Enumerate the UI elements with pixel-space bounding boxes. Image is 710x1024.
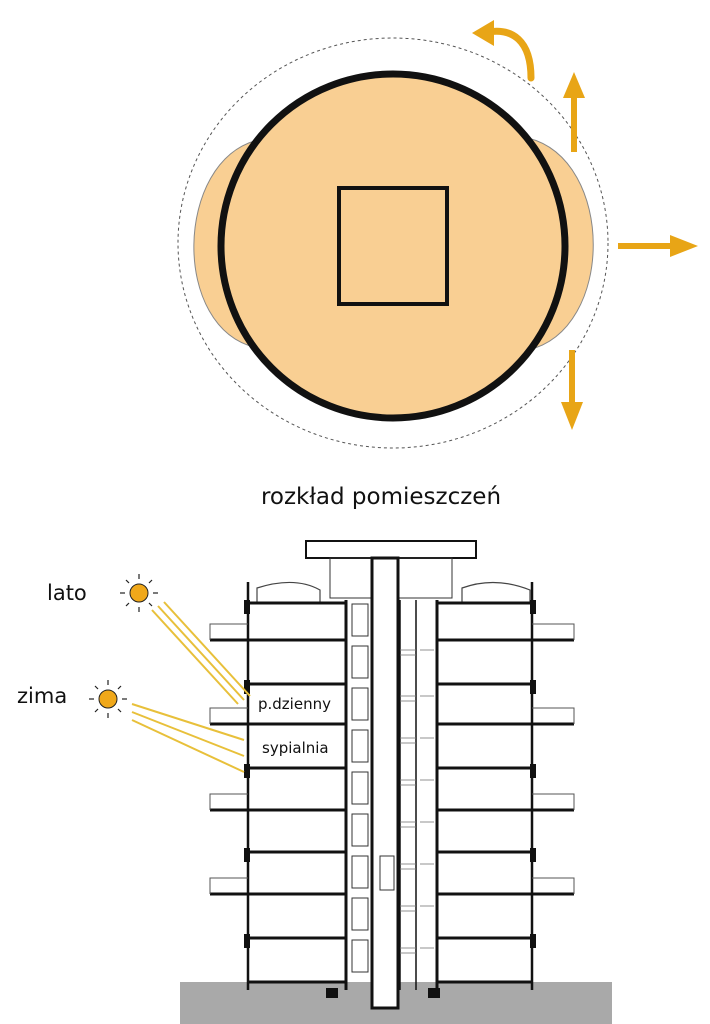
roof-terrace-left (256, 581, 321, 603)
label-day-room: p.dzienny (258, 695, 331, 713)
label-summer: lato (47, 581, 87, 605)
roof-terrace-right (461, 581, 531, 603)
summer-rays (151, 601, 251, 705)
label-winter: zima (17, 684, 67, 708)
plan-caption: rozkład pomieszczeń (261, 484, 501, 510)
balcony-railings (209, 623, 575, 894)
central-shaft (370, 556, 400, 1010)
winter-sun (89, 680, 127, 718)
arrow-right (618, 235, 698, 257)
roof-cap (305, 540, 477, 559)
columns (244, 600, 536, 998)
plan-circle (217, 70, 569, 422)
plan-core-square (337, 186, 449, 306)
stairs (400, 649, 434, 954)
elevator-cabins (351, 603, 395, 973)
room-layout-plan: rozkład pomieszczeń (177, 20, 698, 510)
rotation-arrow (472, 20, 535, 82)
summer-sun (120, 574, 158, 612)
arrow-down (561, 350, 583, 430)
arrow-up (563, 72, 585, 152)
winter-rays (131, 703, 245, 773)
rotation-dashed-outline (177, 37, 609, 449)
building-section: lato zima p.dzienny sypialnia (17, 540, 612, 1024)
floor-slabs (210, 601, 574, 984)
label-bedroom: sypialnia (262, 739, 329, 757)
